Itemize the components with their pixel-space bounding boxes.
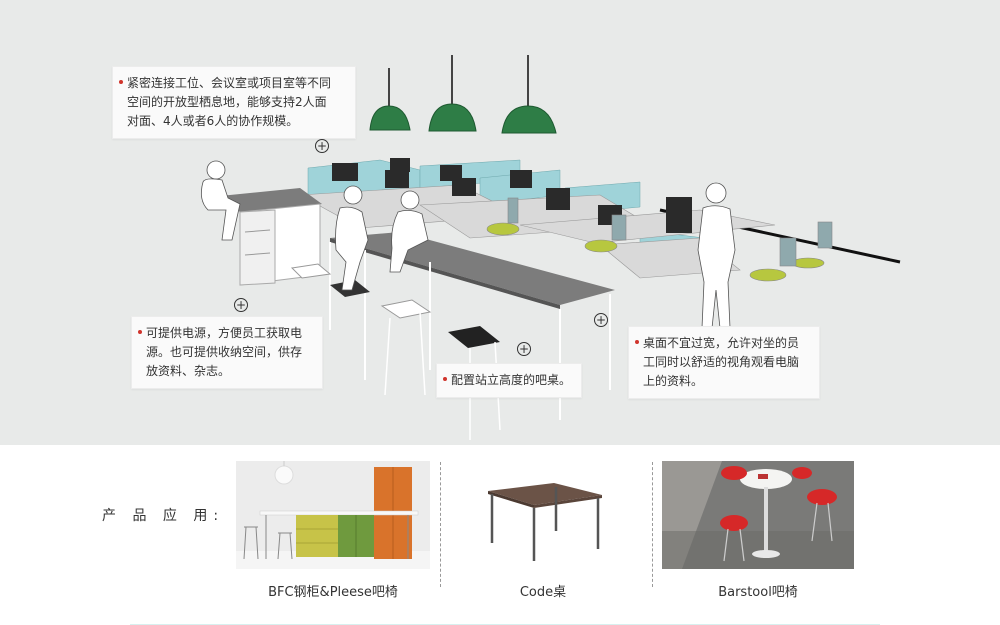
- product-card-code-desk[interactable]: Code桌: [478, 461, 608, 600]
- divider: [440, 462, 441, 587]
- product-card-barstool[interactable]: Barstool吧椅: [662, 461, 854, 600]
- storage-cabinet: [239, 203, 321, 286]
- product-caption-code-desk: Code桌: [519, 585, 567, 600]
- bullet-dot: [635, 340, 639, 344]
- bullet-dot: [138, 330, 142, 334]
- note-bar-table-text: 配置站立高度的吧桌。: [451, 373, 572, 387]
- note-open-workspace-text: 紧密连接工位、会议室或项目室等不同 空间的开放型栖息地，能够支持2人面 对面、4…: [127, 76, 332, 128]
- product-photo-barstool: [662, 461, 854, 569]
- people-silhouettes: [200, 160, 736, 329]
- office-illustration: [200, 55, 901, 440]
- product-card-bfc-cabinet[interactable]: BFC钢柜&Pleese吧椅: [236, 461, 430, 600]
- product-caption-barstool: Barstool吧椅: [718, 585, 798, 600]
- divider: [652, 462, 653, 587]
- hotspot-plus-icon[interactable]: +: [315, 139, 329, 153]
- product-photo-code-desk: [478, 461, 608, 569]
- task-chairs: [486, 197, 833, 282]
- hotspot-plus-icon[interactable]: +: [517, 342, 531, 356]
- monitors: [332, 158, 692, 233]
- hotspot-plus-icon[interactable]: +: [594, 313, 608, 327]
- note-desk-width: 桌面不宜过宽，允许对坐的员 工同时以舒适的视角观看电脑 上的资料。: [628, 326, 820, 399]
- bullet-dot: [119, 80, 123, 84]
- note-bar-table: 配置站立高度的吧桌。: [436, 363, 582, 398]
- note-desk-width-text: 桌面不宜过宽，允许对坐的员 工同时以舒适的视角观看电脑 上的资料。: [643, 336, 800, 388]
- pendant-lamp: [369, 55, 557, 134]
- bar-stools: [290, 263, 501, 440]
- hotspot-plus-icon[interactable]: +: [234, 298, 248, 312]
- bullet-dot: [443, 377, 447, 381]
- product-caption-bfc-cabinet: BFC钢柜&Pleese吧椅: [268, 585, 398, 600]
- note-power-storage: 可提供电源，方便员工获取电 源。也可提供收纳空间，供存 放资料、杂志。: [131, 316, 323, 389]
- note-open-workspace: 紧密连接工位、会议室或项目室等不同 空间的开放型栖息地，能够支持2人面 对面、4…: [112, 66, 356, 139]
- office-scene: 紧密连接工位、会议室或项目室等不同 空间的开放型栖息地，能够支持2人面 对面、4…: [0, 0, 1000, 445]
- note-power-storage-text: 可提供电源，方便员工获取电 源。也可提供收纳空间，供存 放资料、杂志。: [146, 326, 303, 378]
- product-photo-bfc-cabinet: [236, 461, 430, 569]
- applications-label: 产 品 应 用:: [102, 508, 225, 524]
